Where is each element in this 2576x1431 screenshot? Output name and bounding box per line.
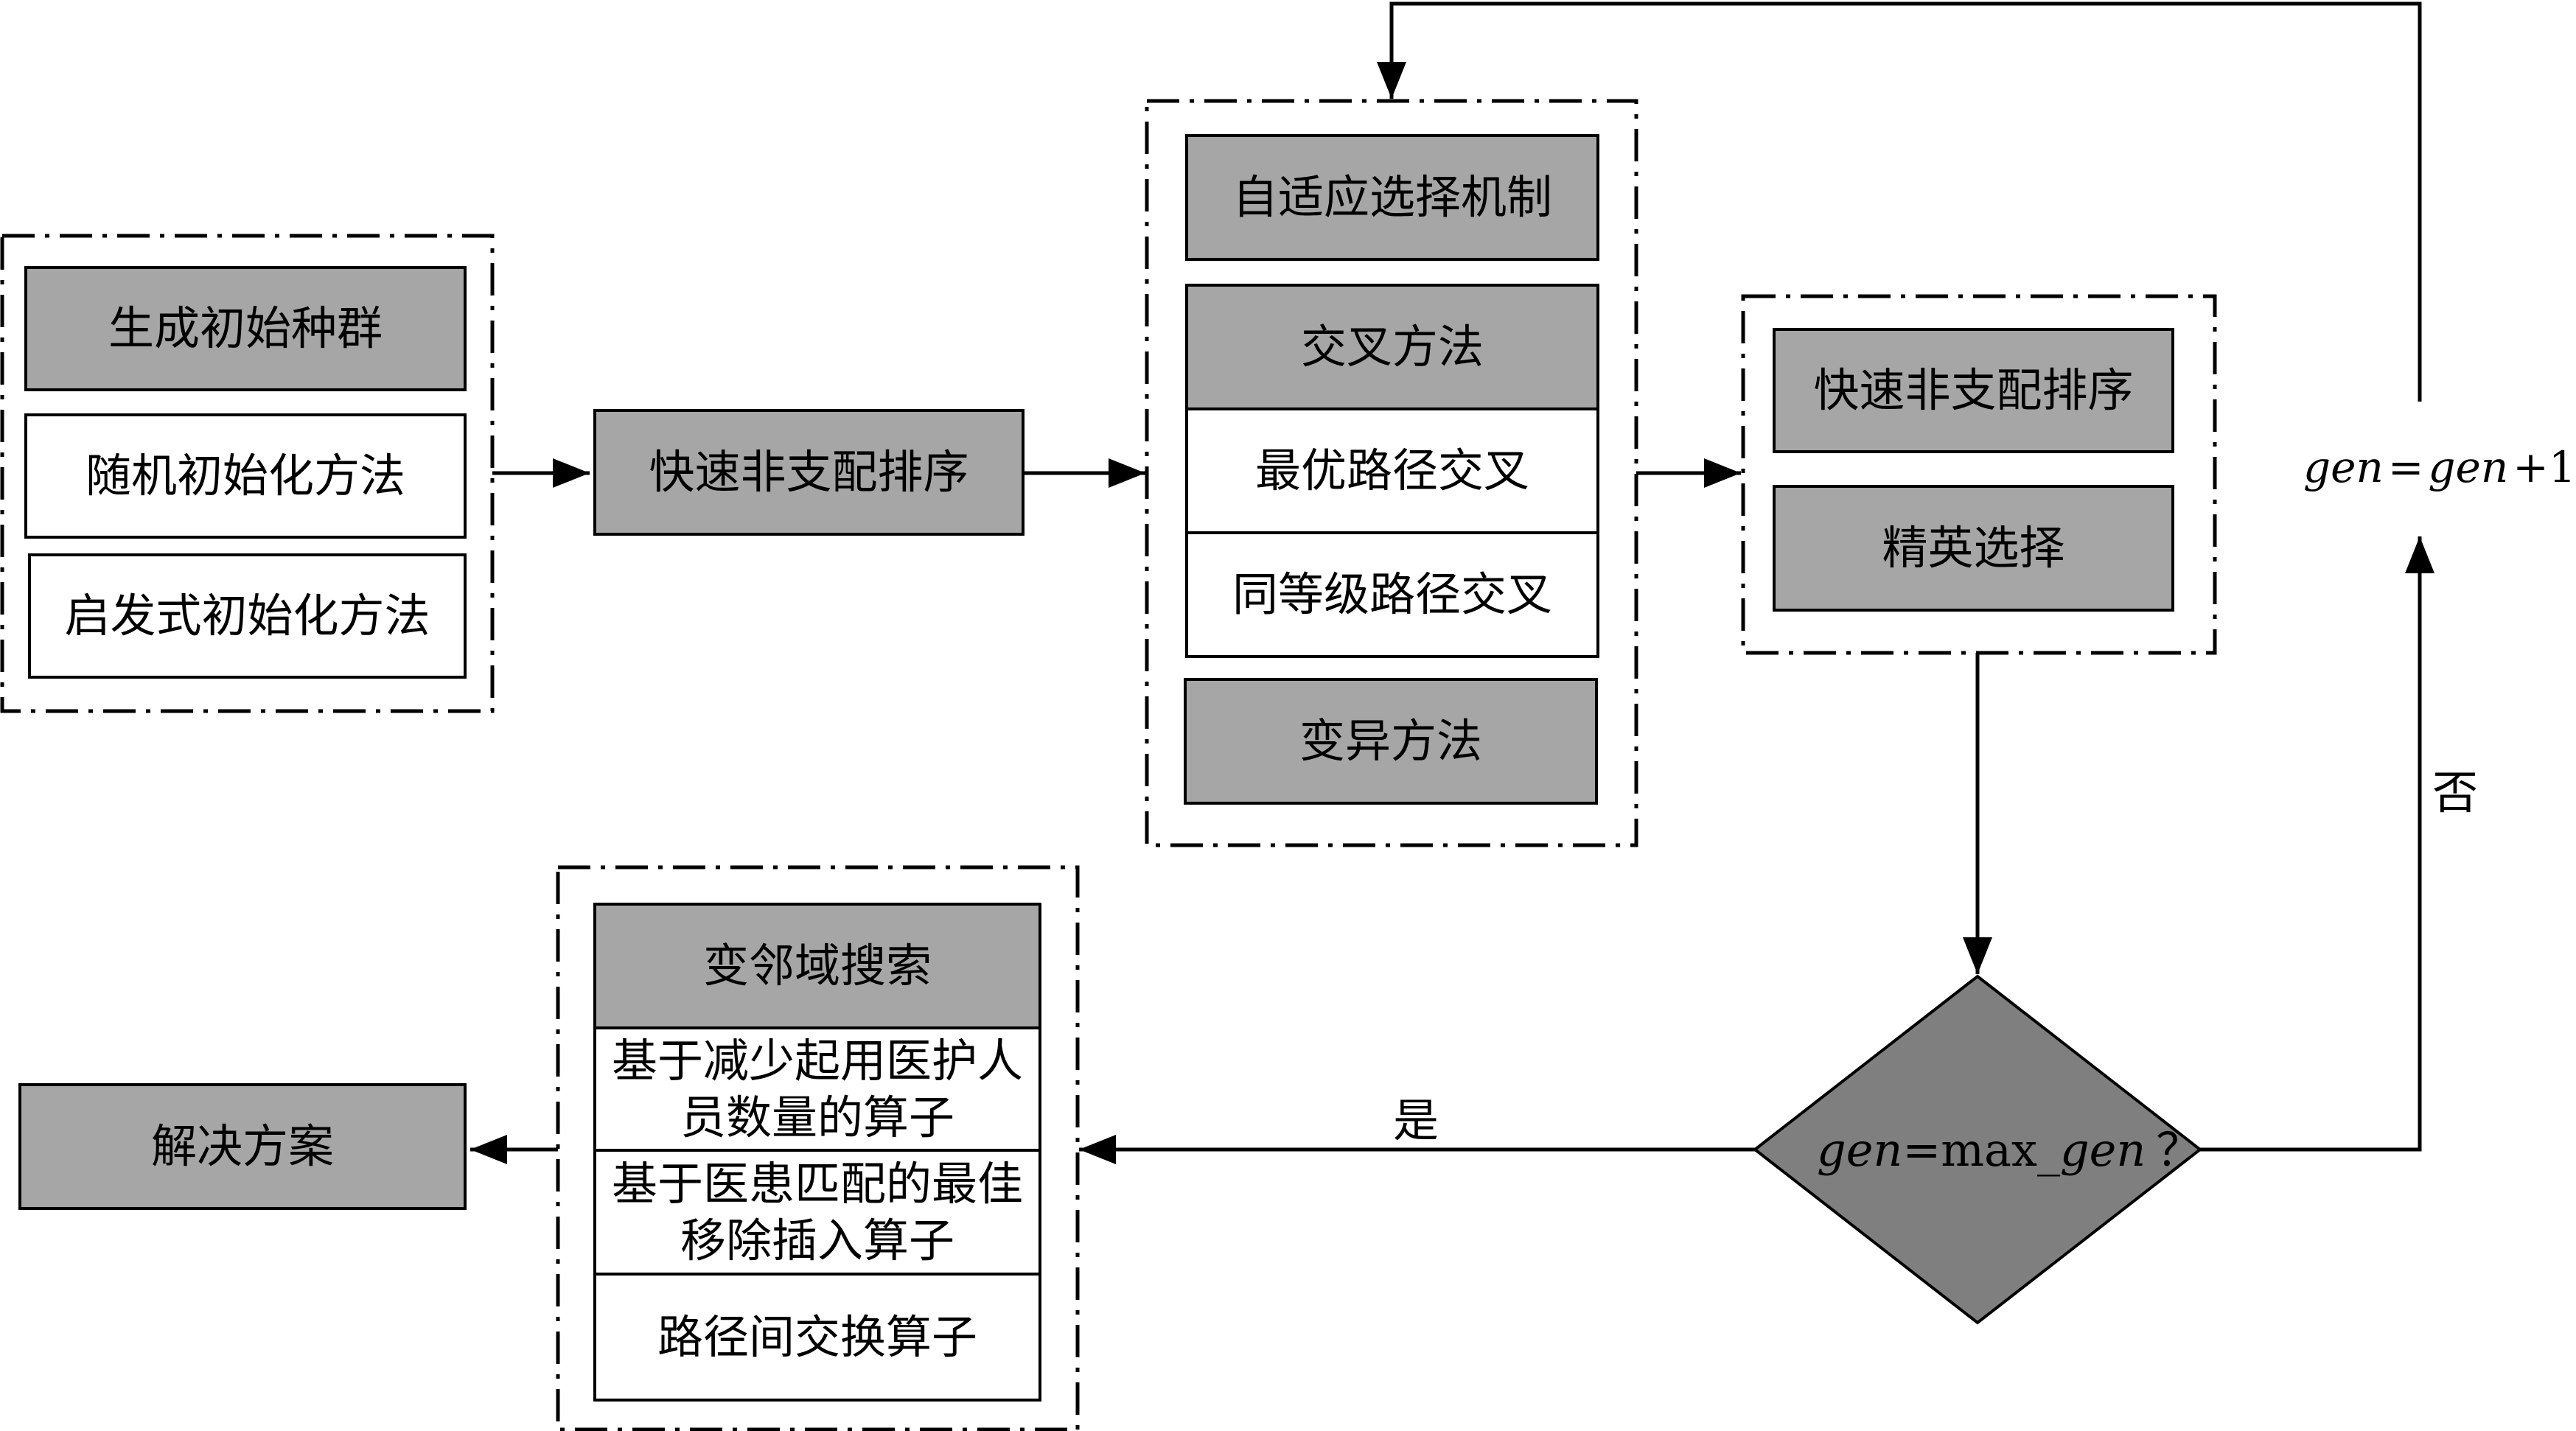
random-init-box: 随机初始化方法 bbox=[24, 413, 467, 539]
crossover-method-box: 交叉方法 bbox=[1185, 284, 1599, 410]
same-level-crossover-box: 同等级路径交叉 bbox=[1185, 531, 1599, 658]
init-group-frame bbox=[0, 234, 495, 713]
heuristic-init-box: 启发式初始化方法 bbox=[28, 553, 467, 679]
evo-group-frame bbox=[1145, 99, 1638, 847]
fast-sort-box-2: 快速非支配排序 bbox=[1773, 328, 2174, 453]
increment-eq: = bbox=[2387, 442, 2424, 492]
decision-question: ？ bbox=[2156, 1123, 2202, 1177]
yes-label: 是 bbox=[1393, 1094, 1439, 1147]
fast-sort-box: 快速非支配排序 bbox=[593, 409, 1025, 536]
reduce-staff-operator-box: 基于减少起用医护人员数量的算子 bbox=[593, 1026, 1041, 1152]
mutation-method-box: 变异方法 bbox=[1184, 678, 1598, 805]
decision-diamond bbox=[1752, 974, 2203, 1325]
adaptive-selection-box: 自适应选择机制 bbox=[1185, 134, 1599, 261]
arrow-decision-no bbox=[2200, 536, 2434, 1152]
init-population-box: 生成初始种群 bbox=[24, 266, 467, 391]
best-route-crossover-box: 最优路径交叉 bbox=[1185, 407, 1599, 534]
decision-condition: gen=max_gen？ bbox=[1817, 1127, 2202, 1173]
increment-lhs: gen bbox=[2303, 442, 2384, 492]
decision-eq: =max_ bbox=[1902, 1123, 2060, 1177]
arrow-loop-back bbox=[1377, 1, 2422, 402]
decision-var2: gen bbox=[2059, 1123, 2146, 1177]
solution-box: 解决方案 bbox=[18, 1083, 467, 1210]
increment-plus: +1 bbox=[2513, 442, 2576, 492]
increment-rhs: gen bbox=[2428, 442, 2509, 492]
match-remove-insert-operator-box: 基于医患匹配的最佳移除插入算子 bbox=[593, 1149, 1041, 1276]
vns-box: 变邻域搜索 bbox=[593, 903, 1041, 1029]
no-label: 否 bbox=[2432, 766, 2479, 819]
increment-label: gen=gen+1 bbox=[2303, 446, 2576, 489]
elite-selection-box: 精英选择 bbox=[1773, 485, 2174, 612]
inter-route-swap-operator-box: 路径间交换算子 bbox=[593, 1273, 1041, 1402]
decision-var: gen bbox=[1817, 1123, 1903, 1177]
